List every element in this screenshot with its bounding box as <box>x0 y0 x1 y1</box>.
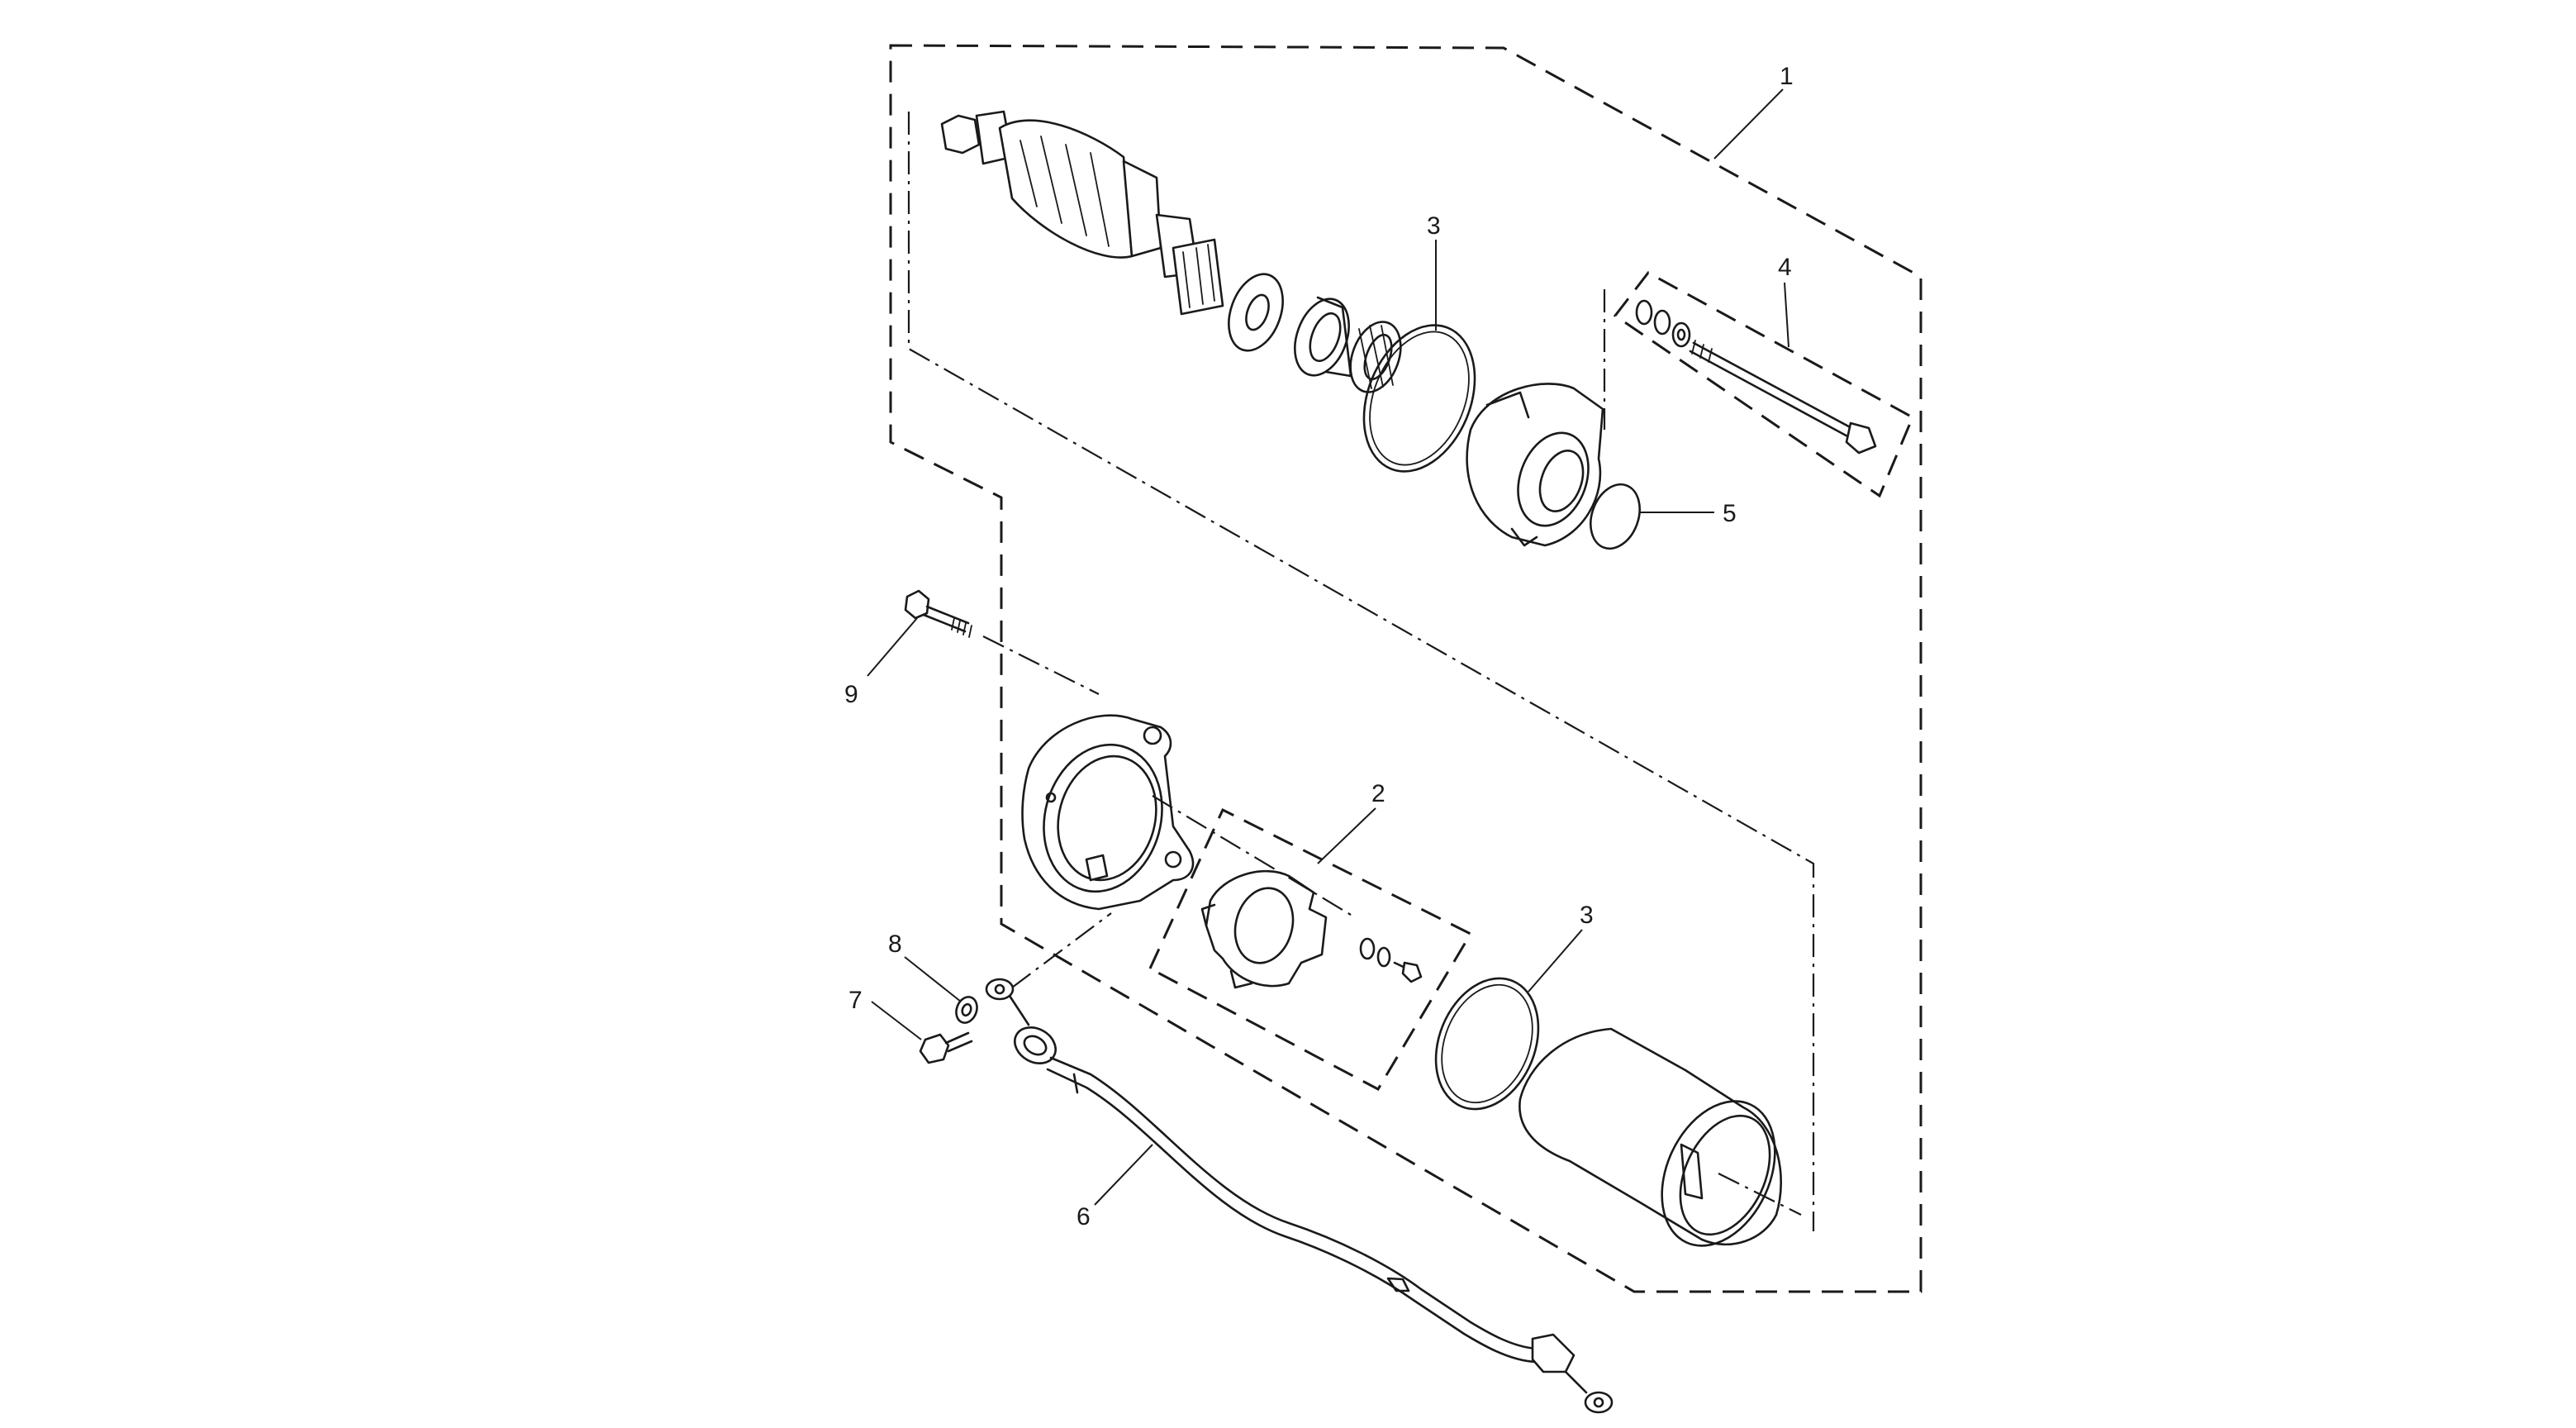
armature <box>940 110 1224 316</box>
leader-1 <box>1713 88 1784 159</box>
cable-alignment-line <box>1011 912 1112 988</box>
callout-5: 5 <box>1723 500 1737 527</box>
armature-group-boundary <box>907 112 1815 1231</box>
yoke <box>1519 1027 1782 1247</box>
bolt-9-alignment-line <box>982 635 1100 695</box>
bolt-kit-4-boundary <box>1613 271 1914 498</box>
callout-8: 8 <box>888 931 902 958</box>
washer <box>1228 273 1284 352</box>
brush-terminal-hardware <box>1359 937 1423 983</box>
callout-9: 9 <box>844 681 858 708</box>
o-ring-3-lower-inner <box>1441 983 1533 1104</box>
brush-holder-kit-2-boundary <box>1148 807 1473 1091</box>
callout-1: 1 <box>1780 63 1794 90</box>
leader-2 <box>1317 807 1376 864</box>
screw-7 <box>919 1031 973 1064</box>
leader-4 <box>1784 282 1789 348</box>
brush-holder <box>1200 869 1328 989</box>
callout-3-upper: 3 <box>1427 212 1441 240</box>
assembly-1-dashed-boundary <box>889 44 1922 1293</box>
callout-4: 4 <box>1778 254 1792 281</box>
leader-6 <box>1094 1144 1153 1206</box>
cable-assembly <box>985 978 1614 1414</box>
through-bolt-set <box>1635 299 1877 455</box>
bolt-9 <box>904 589 972 638</box>
callout-6: 6 <box>1077 1203 1091 1230</box>
o-ring-3-upper <box>1362 324 1476 473</box>
leader-8 <box>904 956 962 1002</box>
front-cover <box>1466 383 1604 547</box>
leader-9 <box>867 617 918 677</box>
callout-2: 2 <box>1371 780 1385 807</box>
o-ring-3-lower <box>1434 977 1540 1111</box>
callout-3-lower: 3 <box>1580 902 1594 929</box>
o-ring-5 <box>1590 483 1641 550</box>
callout-7: 7 <box>848 987 863 1014</box>
leader-3-lower <box>1528 929 1583 992</box>
yoke-alignment-line <box>1718 1173 1802 1216</box>
washer-8 <box>955 996 978 1024</box>
leader-7 <box>871 1001 922 1040</box>
o-ring-3-upper-inner <box>1369 331 1470 466</box>
bearing <box>1294 296 1352 378</box>
rear-cover <box>1021 714 1195 911</box>
